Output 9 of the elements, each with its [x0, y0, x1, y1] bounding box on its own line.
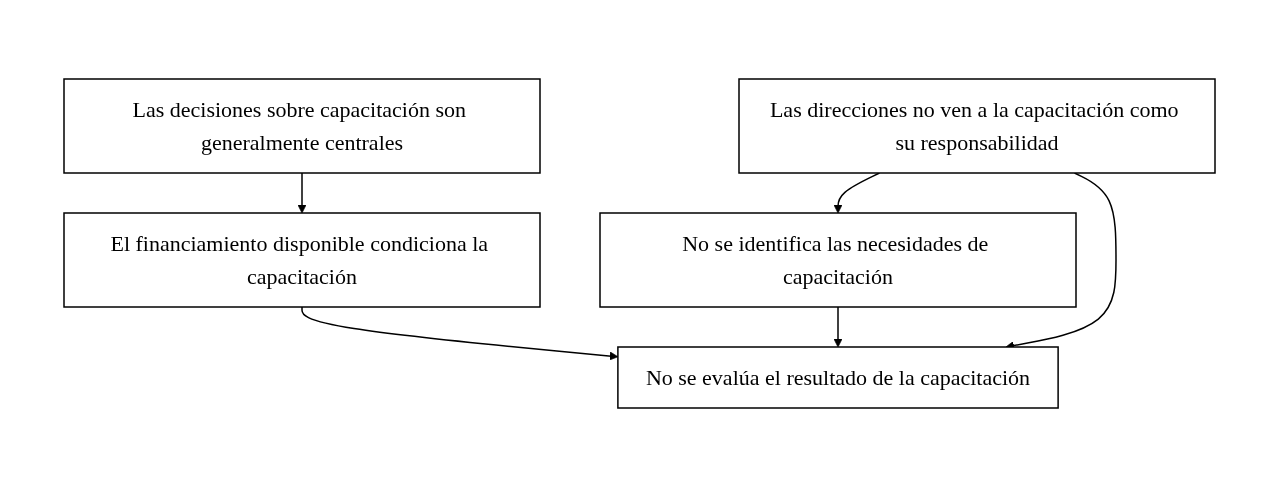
- node-box: No se evalúa el resultado de la capacitación: [616, 346, 1059, 409]
- arrow: [300, 306, 618, 361]
- node-box: Las direcciones no ven a la capacitación como su responsabilidad: [737, 78, 1216, 174]
- arrow: [833, 306, 842, 348]
- node-box: Las decisiones sobre capacitación son generalmente centrales: [62, 78, 541, 174]
- node-box: El financiamiento disponible condiciona la capacitación: [62, 212, 541, 308]
- node-box: No se identifica las necesidades de capacitación: [598, 212, 1077, 308]
- arrow: [297, 172, 306, 214]
- arrow: [833, 172, 880, 214]
